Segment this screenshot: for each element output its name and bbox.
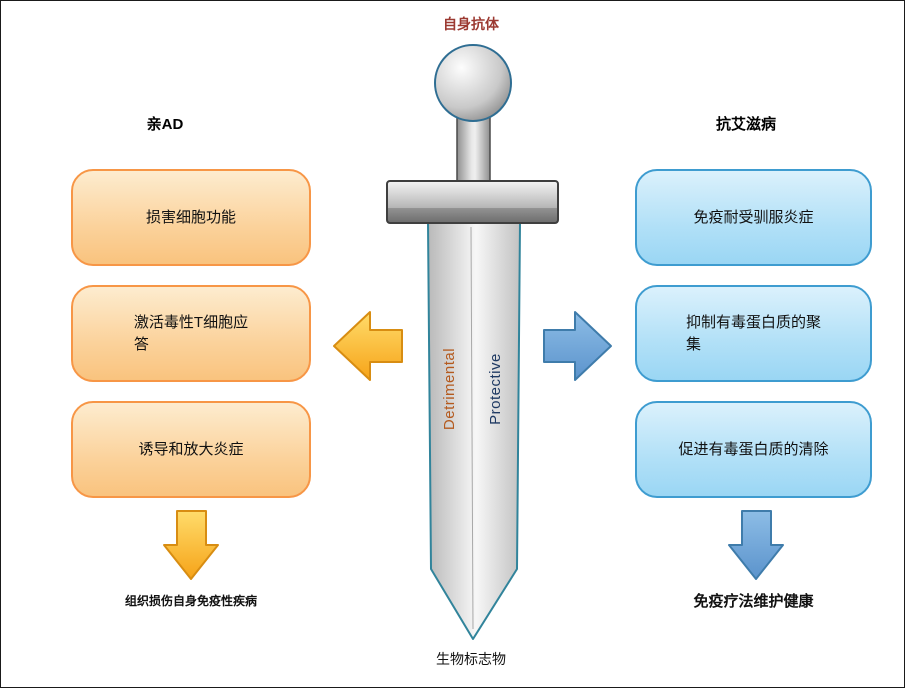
left-box-2-label: 激活毒性T细胞应 答 [133,313,249,353]
blade-label-protective: Protective [487,353,504,425]
left-heading: 亲AD [146,116,184,133]
left-down-arrow-icon [163,510,219,580]
right-down-arrow-icon [728,510,784,580]
left-arrow-icon [333,311,403,381]
left-box-3: 诱导和放大炎症 [71,401,311,498]
right-box-1: 免疫耐受驯服炎症 [635,169,872,266]
blade-label-detrimental: Detrimental [441,348,458,430]
right-outcome-text: 免疫疗法维护健康 [693,593,814,610]
right-box-1-label: 免疫耐受驯服炎症 [693,208,814,226]
biomarker-label: 生物标志物 [436,651,506,667]
left-outcome-text: 组织损伤自身免疫性疾病 [124,594,257,608]
left-box-3-label: 诱导和放大炎症 [138,440,244,458]
sword-crossguard-shadow [388,208,557,222]
right-box-2-label: 抑制有毒蛋白质的聚 集 [685,313,821,353]
autoantibody-title: 自身抗体 [443,16,499,32]
right-box-2: 抑制有毒蛋白质的聚 集 [635,285,872,382]
left-box-1-label: 损害细胞功能 [145,208,236,226]
right-box-3: 促进有毒蛋白质的清除 [635,401,872,498]
left-box-2: 激活毒性T细胞应 答 [71,285,311,382]
right-arrow-icon [543,311,612,381]
blade-ridge-line [470,226,474,630]
sword-illustration: Detrimental Protective [386,44,559,640]
sword-crossguard [386,180,559,224]
sword-pommel [434,44,512,122]
left-box-1: 损害细胞功能 [71,169,311,266]
right-box-3-label: 促进有毒蛋白质的清除 [678,440,829,458]
right-heading: 抗艾滋病 [715,116,776,133]
